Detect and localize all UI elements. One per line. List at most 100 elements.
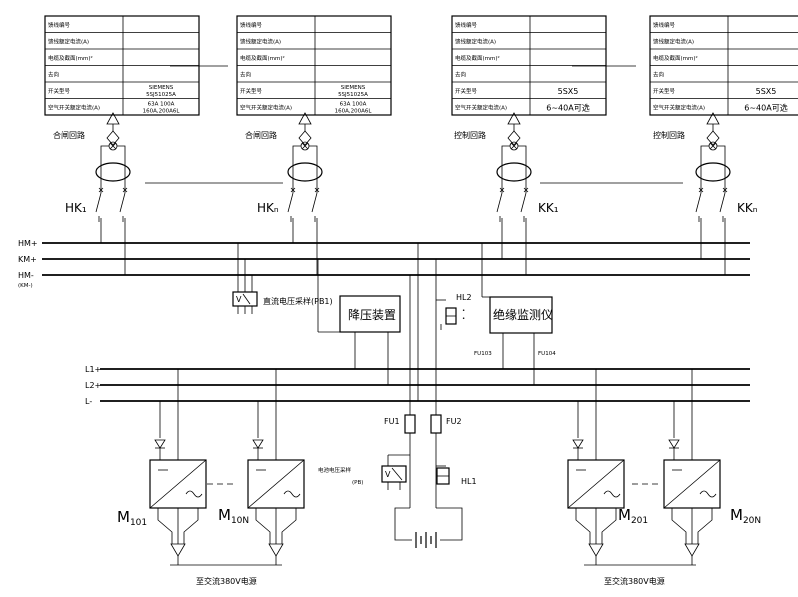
table-row-label: 馈线编号 [240,21,263,29]
table-row-label: 馈线编号 [48,21,71,29]
fuse-fu2 [430,414,442,434]
ac-wave-icon [699,490,717,498]
switch-label: KK₁ [538,201,559,215]
insulation-monitor [489,296,553,334]
table-row-label: 去向 [240,71,251,79]
bus-label-km-plus: KM+ [18,255,37,264]
ac-source-right-label: 至交流380V电源 [604,576,665,586]
fu1-label: FU1 [384,417,400,426]
rectifier-module [663,369,721,565]
bus-label-hm-plus: HM+ [18,239,38,248]
pb1-label: 直流电压采样(PB1) [263,296,333,306]
table-cell-value: 6~40A可选 [744,103,787,113]
breaker-blade-icon [119,192,126,213]
table-row-label: 馈线编号 [653,21,676,29]
ac-input-terminal-icon [588,543,604,557]
module-label-m10n: M10N [218,506,249,526]
table-row-label: 馈线额定电流(A) [653,38,694,46]
table-row-label: 去向 [48,71,59,79]
switch-label: KKₙ [737,201,758,215]
bus-label-l1: L1+ [85,365,101,374]
breaker-blade-icon [496,192,503,213]
step-down-device [339,295,401,333]
table-row-label: 电缆及截面(mm)² [240,54,285,62]
switch-label: HKₙ [257,201,279,215]
current-transformer-icon [95,162,131,182]
battery-icon [415,532,437,548]
fu2-label: FU2 [446,417,462,426]
table-row-label: 电缆及截面(mm)² [653,54,698,62]
breaker-blade-icon [95,192,102,213]
table-row-label: 去向 [455,71,466,79]
hl1-label: HL1 [461,477,477,486]
module-label-m101: M101 [117,508,147,528]
table-row-label: 开关型号 [48,87,71,95]
table-row-label: 馈线编号 [455,21,478,29]
table-row-label: 馈线额定电流(A) [240,38,281,46]
table-cell-value: 63A 100A [148,102,175,108]
table-row-label: 空气开关额定电流(A) [48,104,100,112]
pb-voltage-meter: V [381,454,410,490]
module-label-m20n: M20N [730,506,761,526]
ac-wave-icon [603,490,621,498]
loop-label: 控制回路 [454,130,486,140]
table-cell-value: 160A,200A6L [335,109,373,115]
current-transformer-icon [287,162,323,182]
diode-icon [668,439,680,449]
switch-label: HK₁ [65,201,87,215]
breaker-blade-icon [695,192,702,213]
fu103-label: FU103 [474,351,492,357]
bus-label-l-minus: L- [85,397,92,406]
insulation-monitor-label: 绝缘监测仪 [493,307,553,322]
table-row-label: 开关型号 [455,87,478,95]
table-cell-value: 5SJ51025A [338,92,368,98]
table-row-label: 去向 [653,71,664,79]
table-row-label: 开关型号 [240,87,263,95]
table-cell-value: 160A,200A6L [143,109,181,115]
table-row-label: 馈线额定电流(A) [48,38,89,46]
pb1-voltage-meter: V [232,243,258,314]
feeder-table: 馈线编号馈线额定电流(A)电缆及截面(mm)²去向开关型号SIEMENS5SJ5… [236,15,392,116]
battery-wire [394,507,412,541]
table-row-label: 电缆及截面(mm)² [48,54,93,62]
bus-label-hm-minus: HM- [18,271,34,280]
feeder-branch: 控制回路 KK₁ [454,112,559,275]
ac-wave-icon [283,490,301,498]
ac-input-terminal-icon [170,543,186,557]
table-cell-value: 5SJ51025A [146,92,176,98]
ac-input-terminal-icon [684,543,700,557]
breaker-blade-icon [311,192,318,213]
breaker-blade-icon [287,192,294,213]
feeder-branch: 合闸回路 HKₙ [245,112,323,275]
step-down-label: 降压装置 [348,308,396,322]
ac-source-left-label: 至交流380V电源 [196,576,257,586]
rectifier-module [247,369,305,565]
breaker-blade-icon [719,192,726,213]
hl2-dot: • [462,316,465,322]
loop-label: 合闸回路 [245,130,277,140]
diode-icon [154,439,166,449]
ac-input-terminal-icon [268,543,284,557]
fu104-label: FU104 [538,351,556,357]
table-cell-value: 6~40A可选 [546,103,589,113]
module-label-m201: M201 [618,506,648,526]
bus-label-l2: L2+ [85,381,101,390]
table-row-label: 馈线额定电流(A) [455,38,496,46]
bus-label-km-minus: (KM-) [18,283,33,289]
pb-sub-label: (PB) [352,480,363,486]
svg-text:V: V [236,295,242,304]
svg-text:V: V [385,470,391,479]
table-row-label: 空气开关额定电流(A) [240,104,292,112]
table-cell-value: SIEMENS [149,85,174,91]
hl2-label: HL2 [456,293,472,302]
diode-icon [572,439,584,449]
table-row-label: 空气开关额定电流(A) [455,104,507,112]
current-transformer-icon [496,162,532,182]
table-row-label: 电缆及截面(mm)² [455,54,500,62]
